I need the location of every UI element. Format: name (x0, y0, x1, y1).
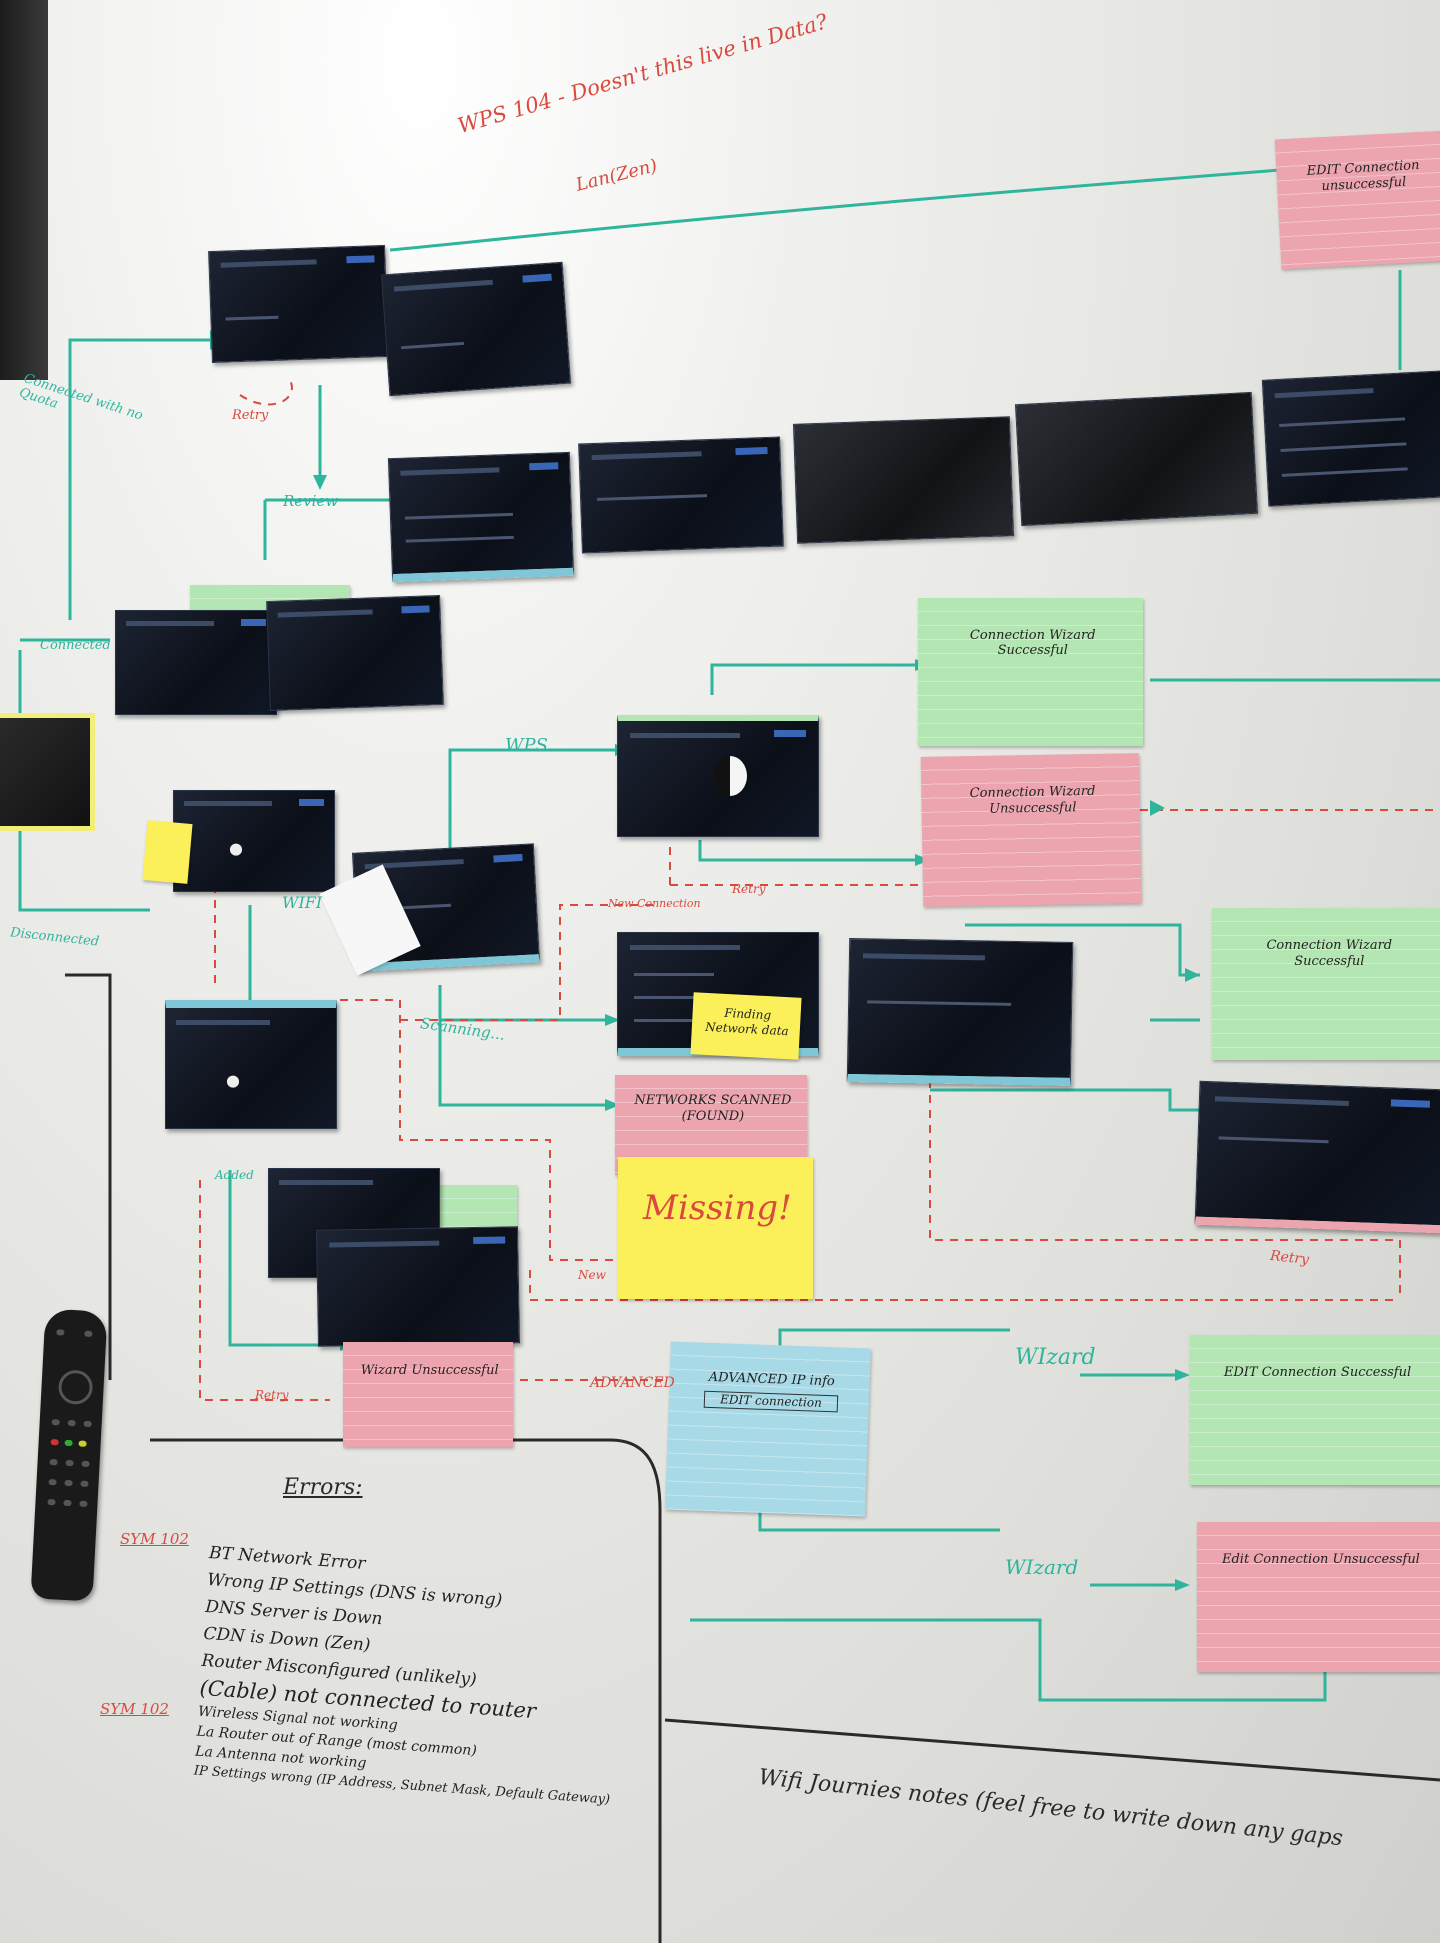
label-retry-top: Retry (232, 408, 269, 423)
card-wizard-unsuccessful-2: Wizard Unsuccessful (343, 1342, 513, 1447)
progress-spinner (713, 756, 747, 796)
label-wizard-2: WIzard (1005, 1555, 1079, 1579)
dpad-ring (57, 1369, 94, 1406)
screenshot-connected-1 (115, 610, 277, 715)
card-edit-fail: Edit Connection Unsuccessful (1197, 1522, 1440, 1672)
card-wizard-unsuccessful-1: Connection Wizard Unsuccessful (920, 753, 1142, 907)
card-wizard-success-2: Connection Wizard Successful (1212, 908, 1440, 1060)
screenshot-password (1194, 1080, 1440, 1234)
screenshot-added-2 (315, 1226, 521, 1347)
errors-ref-1: SYM 102 (120, 1530, 189, 1548)
screenshot-review-1 (387, 451, 575, 583)
label-wps: WPS (505, 735, 548, 756)
edit-connection-box: EDIT connection (704, 1391, 838, 1413)
wifi-icon: ⦁ (226, 1063, 241, 1096)
errors-list: BT Network Error Wrong IP Settings (DNS … (193, 1540, 626, 1811)
label-added: Added (215, 1168, 254, 1182)
screenshot-wps (617, 715, 819, 837)
screenshot-review-3 (792, 416, 1015, 544)
screenshot-wifi-2: ⦁ (165, 1000, 337, 1129)
sticky-small (142, 820, 193, 884)
label-wifi: WIFI (282, 893, 323, 912)
screenshot-wifi-1: ⦁ (173, 790, 335, 892)
label-connected: Connected (40, 638, 111, 653)
label-advanced: ADVANCED (590, 1375, 675, 1391)
label-retry-low: Retry (255, 1388, 289, 1402)
errors-ref-2: SYM 102 (100, 1700, 169, 1718)
sticky-finding: Finding Network data (690, 992, 802, 1060)
card-wizard-success-1: Connection Wizard Successful (918, 598, 1143, 746)
label-new: New (578, 1268, 606, 1282)
screenshot-left-edge (0, 718, 90, 826)
screenshot-home (208, 244, 389, 364)
screenshot-connected-2 (266, 594, 444, 712)
label-wizard-1: WIzard (1015, 1345, 1096, 1370)
card-edit-success: EDIT Connection Successful (1190, 1335, 1440, 1485)
card-advanced: ADVANCED IP info EDIT connection (665, 1341, 871, 1517)
label-new-connection: New Connection (608, 897, 701, 910)
wifi-icon: ⦁ (229, 831, 244, 864)
advanced-text: ADVANCED IP info (708, 1369, 835, 1390)
screenshot-review-4 (1014, 391, 1259, 527)
label-retry-mid: Retry (732, 882, 766, 896)
screenshot-review-5 (1261, 370, 1440, 507)
label-review: Review (283, 492, 339, 510)
card-edit-top: EDIT Connection unsuccessful (1274, 130, 1440, 270)
tv-edge (0, 0, 48, 380)
screenshot-settings (380, 261, 572, 397)
errors-title: Errors: (283, 1475, 363, 1500)
screenshot-network-list (846, 938, 1074, 1086)
screenshot-review-2 (578, 436, 784, 554)
sticky-missing: Missing! (618, 1157, 813, 1299)
